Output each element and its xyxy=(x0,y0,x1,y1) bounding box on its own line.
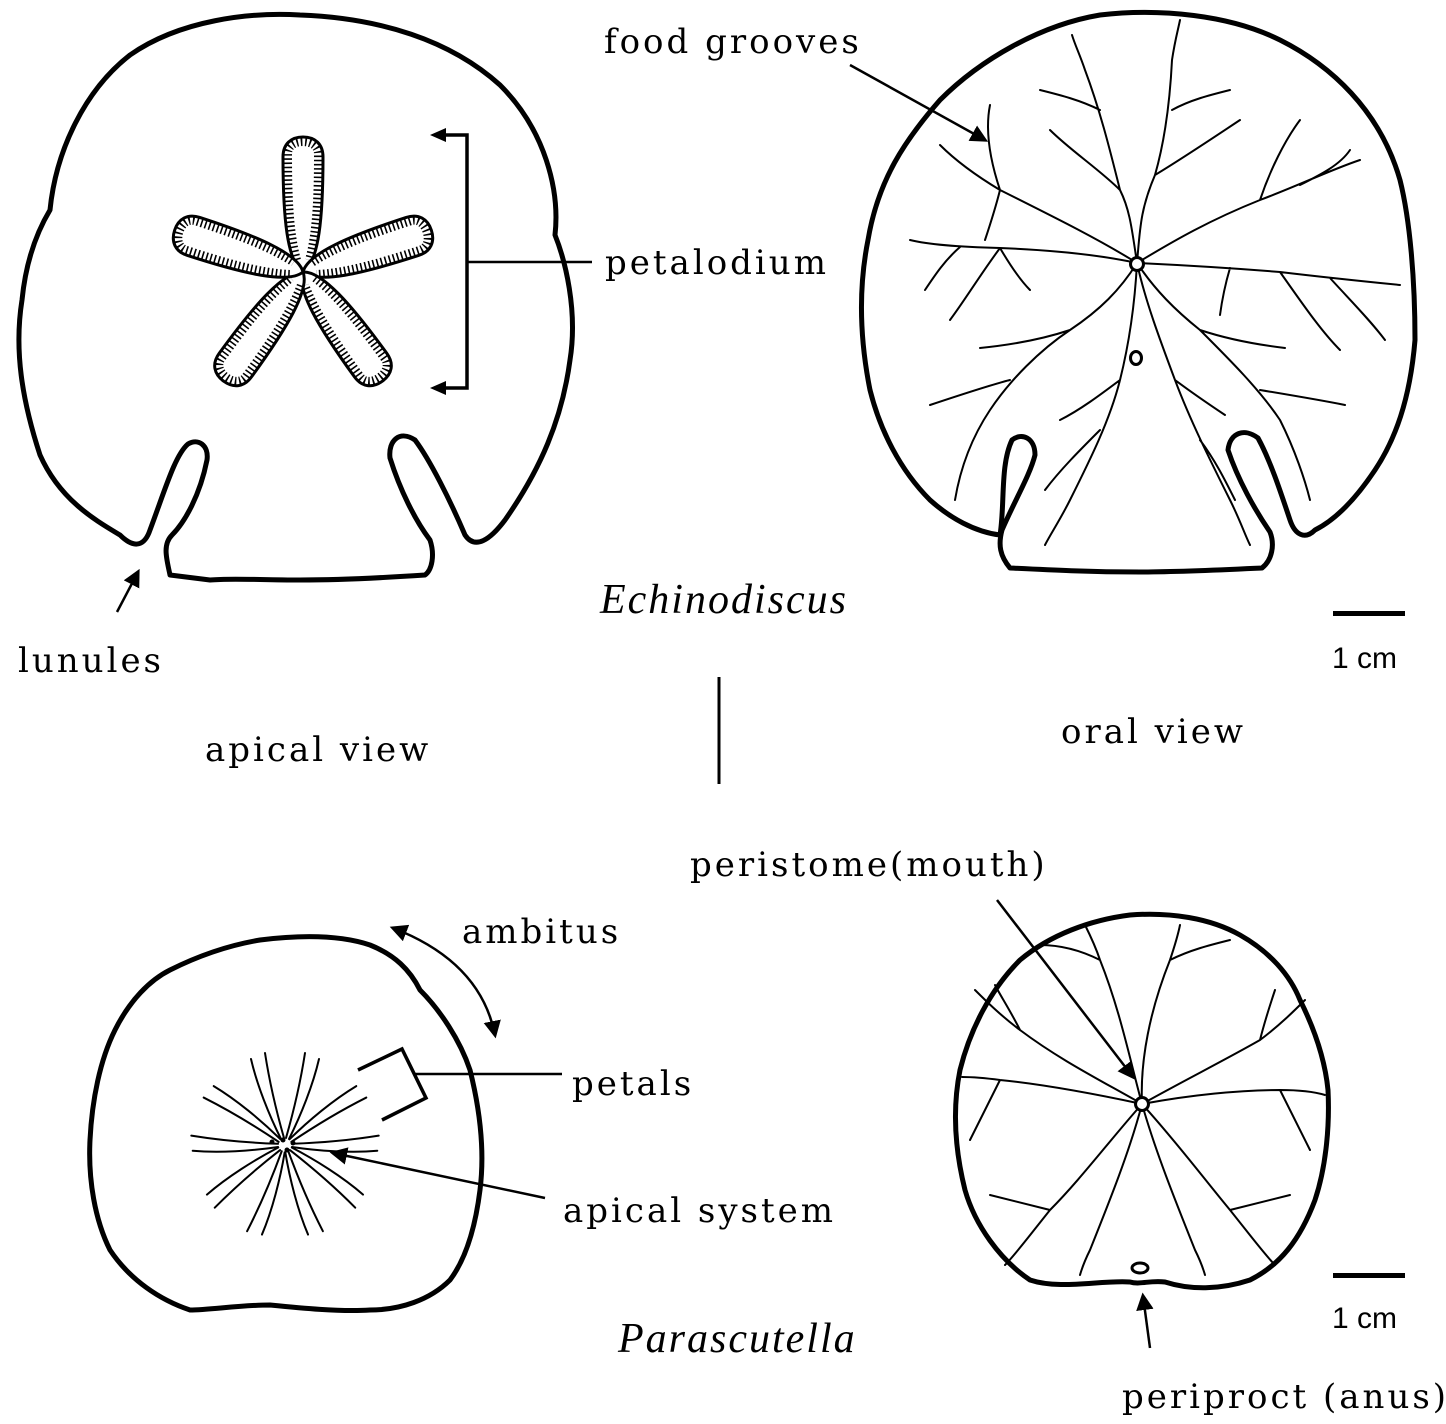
food-grooves-arrow xyxy=(849,63,989,142)
periproct-arrow xyxy=(1136,1292,1154,1349)
parascutella-oral-grooves xyxy=(961,924,1326,1276)
scale-bar-1-label: 1 cm xyxy=(1332,642,1397,675)
apical-system-label: apical system xyxy=(563,1191,836,1231)
apical-view-label: apical view xyxy=(205,730,431,770)
petalodium-bracket xyxy=(430,128,592,395)
parascutella-periproct xyxy=(1130,1261,1150,1275)
parascutella-oral-test xyxy=(952,911,1331,1291)
echinodiscus-genus: Echinodiscus xyxy=(599,577,848,623)
oral-periproct xyxy=(1129,350,1143,366)
scale-bar-2 xyxy=(1333,1273,1405,1278)
lunules-arrow xyxy=(115,568,140,613)
scale-bar-1 xyxy=(1333,611,1405,616)
parascutella-apical-test xyxy=(87,934,485,1314)
petals-label: petals xyxy=(572,1064,694,1104)
oral-view-label: oral view xyxy=(1061,712,1246,752)
oral-peristome xyxy=(1129,256,1145,272)
ambitus-arrow xyxy=(389,924,501,1039)
echinodiscus-apical-test xyxy=(16,11,575,583)
parascutella-petals xyxy=(185,1052,385,1241)
parascutella-genus: Parascutella xyxy=(617,1316,857,1362)
echinodiscus-oral-test xyxy=(858,9,1418,575)
periproct-label: periproct (anus) xyxy=(1122,1377,1446,1417)
ambitus-label: ambitus xyxy=(462,912,621,952)
peristome-label: peristome(mouth) xyxy=(690,845,1048,885)
apical-system-arrow xyxy=(329,1147,546,1200)
parascutella-peristome xyxy=(1134,1096,1150,1112)
petalodium-label: petalodium xyxy=(605,243,829,283)
oral-food-grooves xyxy=(909,19,1401,546)
scale-bar-2-label: 1 cm xyxy=(1332,1302,1397,1335)
lunules-label: lunules xyxy=(18,641,164,681)
peristome-arrow xyxy=(996,899,1136,1080)
food-grooves-label: food grooves xyxy=(604,22,862,62)
